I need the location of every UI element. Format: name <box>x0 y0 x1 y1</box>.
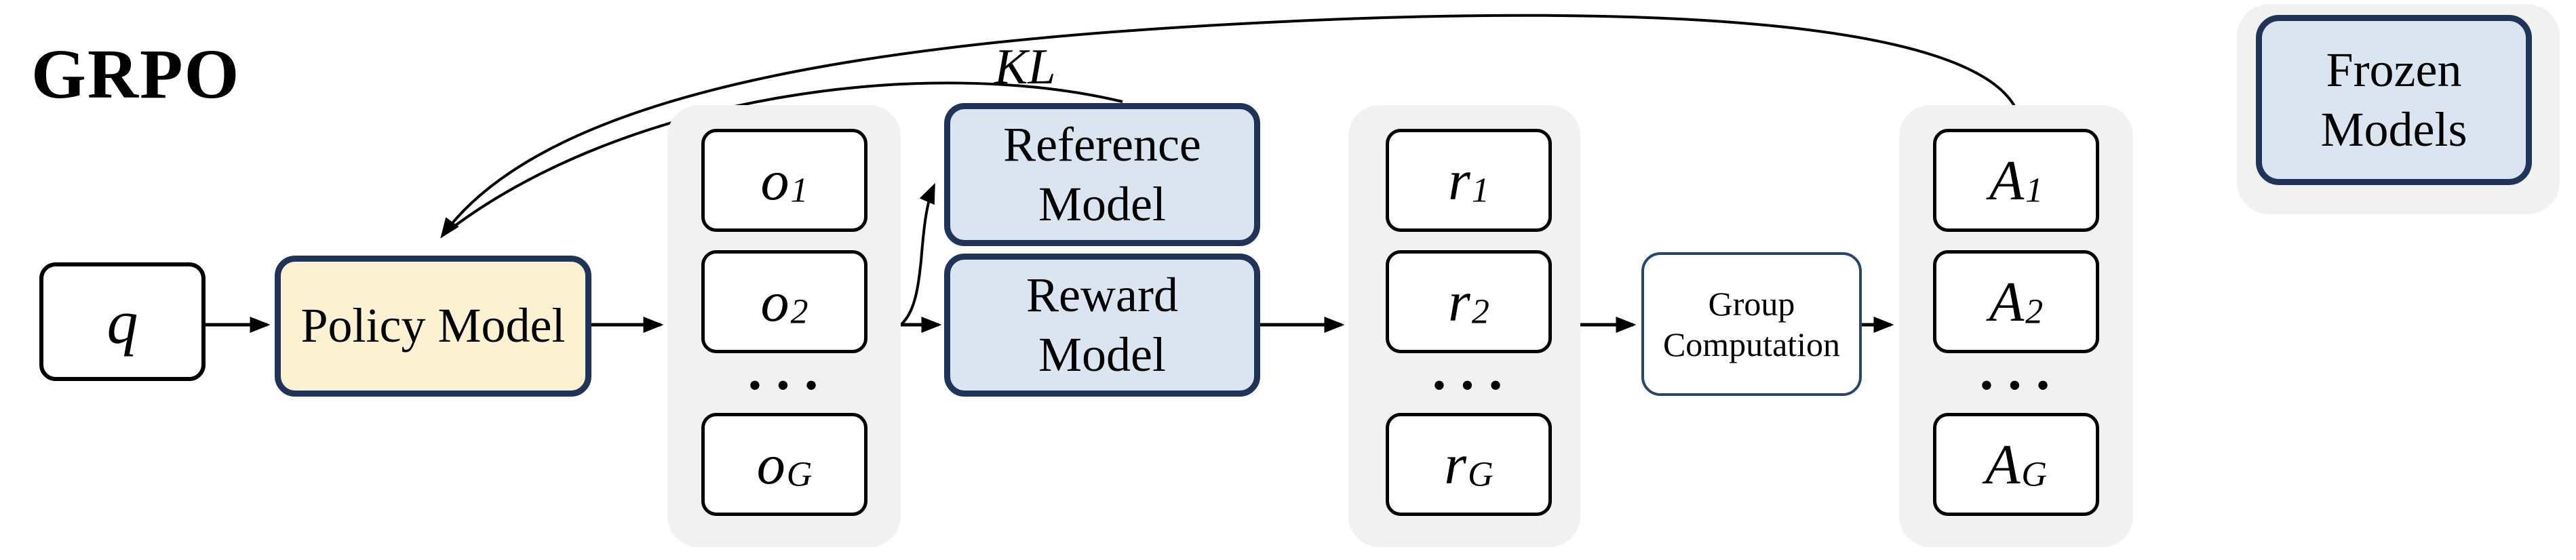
frozen-models-legend-box: Frozen Models <box>2256 15 2532 185</box>
arrow-advantage-feedback-to-policy <box>440 14 2018 239</box>
kl-curve-reference-to-policy <box>449 81 1123 231</box>
reference-model-label: Reference Model <box>1003 117 1201 231</box>
policy-model-box: Policy Model <box>275 256 591 397</box>
arrow-outputs-to-reference-model <box>899 182 935 326</box>
reward-1-subscript: 1 <box>1471 171 1489 210</box>
rewards-ellipsis: • • • <box>1432 365 1505 407</box>
output-g-subscript: G <box>786 455 813 494</box>
output-2-label: o <box>760 270 789 334</box>
reward-2-subscript: 2 <box>1471 292 1489 332</box>
group-computation-box: Group Computation <box>1641 252 1862 396</box>
output-1-subscript: 1 <box>790 171 808 210</box>
policy-model-label: Policy Model <box>300 298 566 353</box>
advantages-ellipsis: • • • <box>1980 365 2052 407</box>
kl-label: KL <box>994 39 1056 95</box>
advantage-g-subscript: G <box>2021 455 2047 494</box>
group-computation-label: Group Computation <box>1662 285 1841 363</box>
reward-2-label: r <box>1448 270 1470 334</box>
reward-model-box: Reward Model <box>944 254 1260 397</box>
output-2-subscript: 2 <box>790 292 808 332</box>
advantage-2-label: A <box>1989 270 2025 334</box>
output-g-label: o <box>756 433 785 496</box>
reward-model-label: Reward Model <box>1026 267 1178 382</box>
page-title: GRPO <box>31 35 241 113</box>
output-1-label: o <box>760 148 789 212</box>
query-box: q <box>39 262 206 381</box>
reward-g-label: r <box>1444 433 1467 496</box>
advantage-2-subscript: 2 <box>2025 292 2044 332</box>
reference-model-box: Reference Model <box>944 103 1260 246</box>
outputs-ellipsis: • • • <box>748 365 821 407</box>
advantage-g-label: A <box>1985 433 2021 496</box>
reward-1-label: r <box>1448 148 1470 212</box>
advantage-1-label: A <box>1989 148 2025 212</box>
frozen-models-label: Frozen Models <box>2320 42 2467 157</box>
advantage-1-subscript: 1 <box>2025 171 2044 210</box>
reward-g-subscript: G <box>1468 455 1494 494</box>
query-label: q <box>106 287 138 357</box>
